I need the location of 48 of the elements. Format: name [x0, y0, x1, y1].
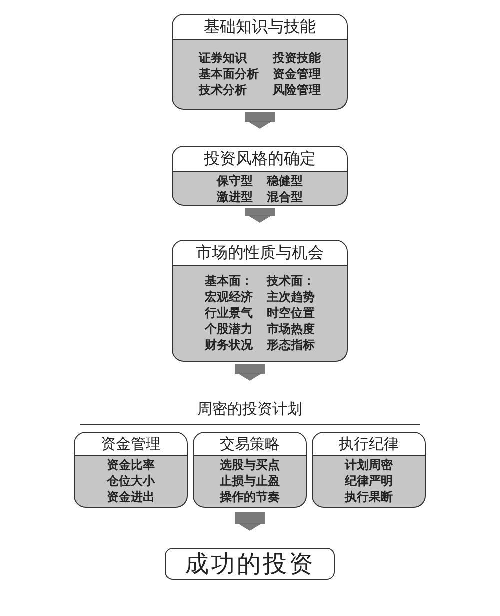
list-item: 基本面分析 [199, 67, 259, 82]
rounded-box [172, 146, 348, 206]
list-item: 保守型 [217, 174, 253, 189]
list-item: 资金管理 [273, 67, 321, 82]
box-heading: 资金管理 [75, 433, 187, 456]
list-item: 时空位置 [267, 306, 315, 321]
list-item: 混合型 [267, 190, 303, 205]
result-text: 成功的投资 [185, 549, 315, 580]
box-heading: 市场的性质与机会 [173, 241, 347, 266]
list-item: 纪律严明 [345, 474, 393, 489]
rounded-box [193, 432, 307, 508]
list-item: 市场热度 [267, 322, 315, 337]
list-item: 宏观经济 [205, 290, 253, 305]
list-item: 行业景气 [205, 306, 253, 321]
list-item: 计划周密 [345, 458, 393, 473]
rounded-box [312, 432, 426, 508]
block-arrow [235, 364, 265, 381]
list-item: 投资技能 [273, 51, 321, 66]
list-item: 形态指标 [267, 338, 315, 353]
box-heading: 基础知识与技能 [173, 15, 347, 40]
result-box [165, 548, 335, 580]
list-item: 稳健型 [267, 174, 303, 189]
list-item: 财务状况 [205, 338, 253, 353]
box-heading: 交易策略 [194, 433, 306, 456]
block-arrow [245, 208, 275, 223]
rounded-box [74, 432, 188, 508]
list-item: 主次趋势 [267, 290, 315, 305]
list-item: 操作的节奏 [220, 490, 280, 505]
list-item: 技术分析 [199, 83, 248, 98]
list-item: 仓位大小 [107, 474, 155, 489]
list-item: 证券知识 [199, 51, 248, 66]
box-heading: 执行纪律 [313, 433, 425, 456]
rounded-box [172, 240, 348, 362]
list-item: 选股与买点 [220, 458, 280, 473]
block-arrow [245, 112, 275, 129]
list-item: 止损与止盈 [220, 474, 280, 489]
list-item: 技术面： [267, 274, 315, 289]
list-item: 执行果断 [345, 490, 393, 505]
section-heading: 周密的投资计划 [196, 399, 304, 420]
list-item: 资金比率 [107, 458, 155, 473]
list-item: 资金进出 [107, 490, 155, 505]
list-item: 激进型 [217, 190, 253, 205]
list-item: 个股潜力 [205, 322, 253, 337]
block-arrow [235, 512, 265, 531]
box-heading: 投资风格的确定 [173, 147, 347, 172]
rounded-box [172, 14, 348, 110]
list-item: 基本面： [205, 274, 253, 289]
list-item: 风险管理 [273, 83, 321, 98]
